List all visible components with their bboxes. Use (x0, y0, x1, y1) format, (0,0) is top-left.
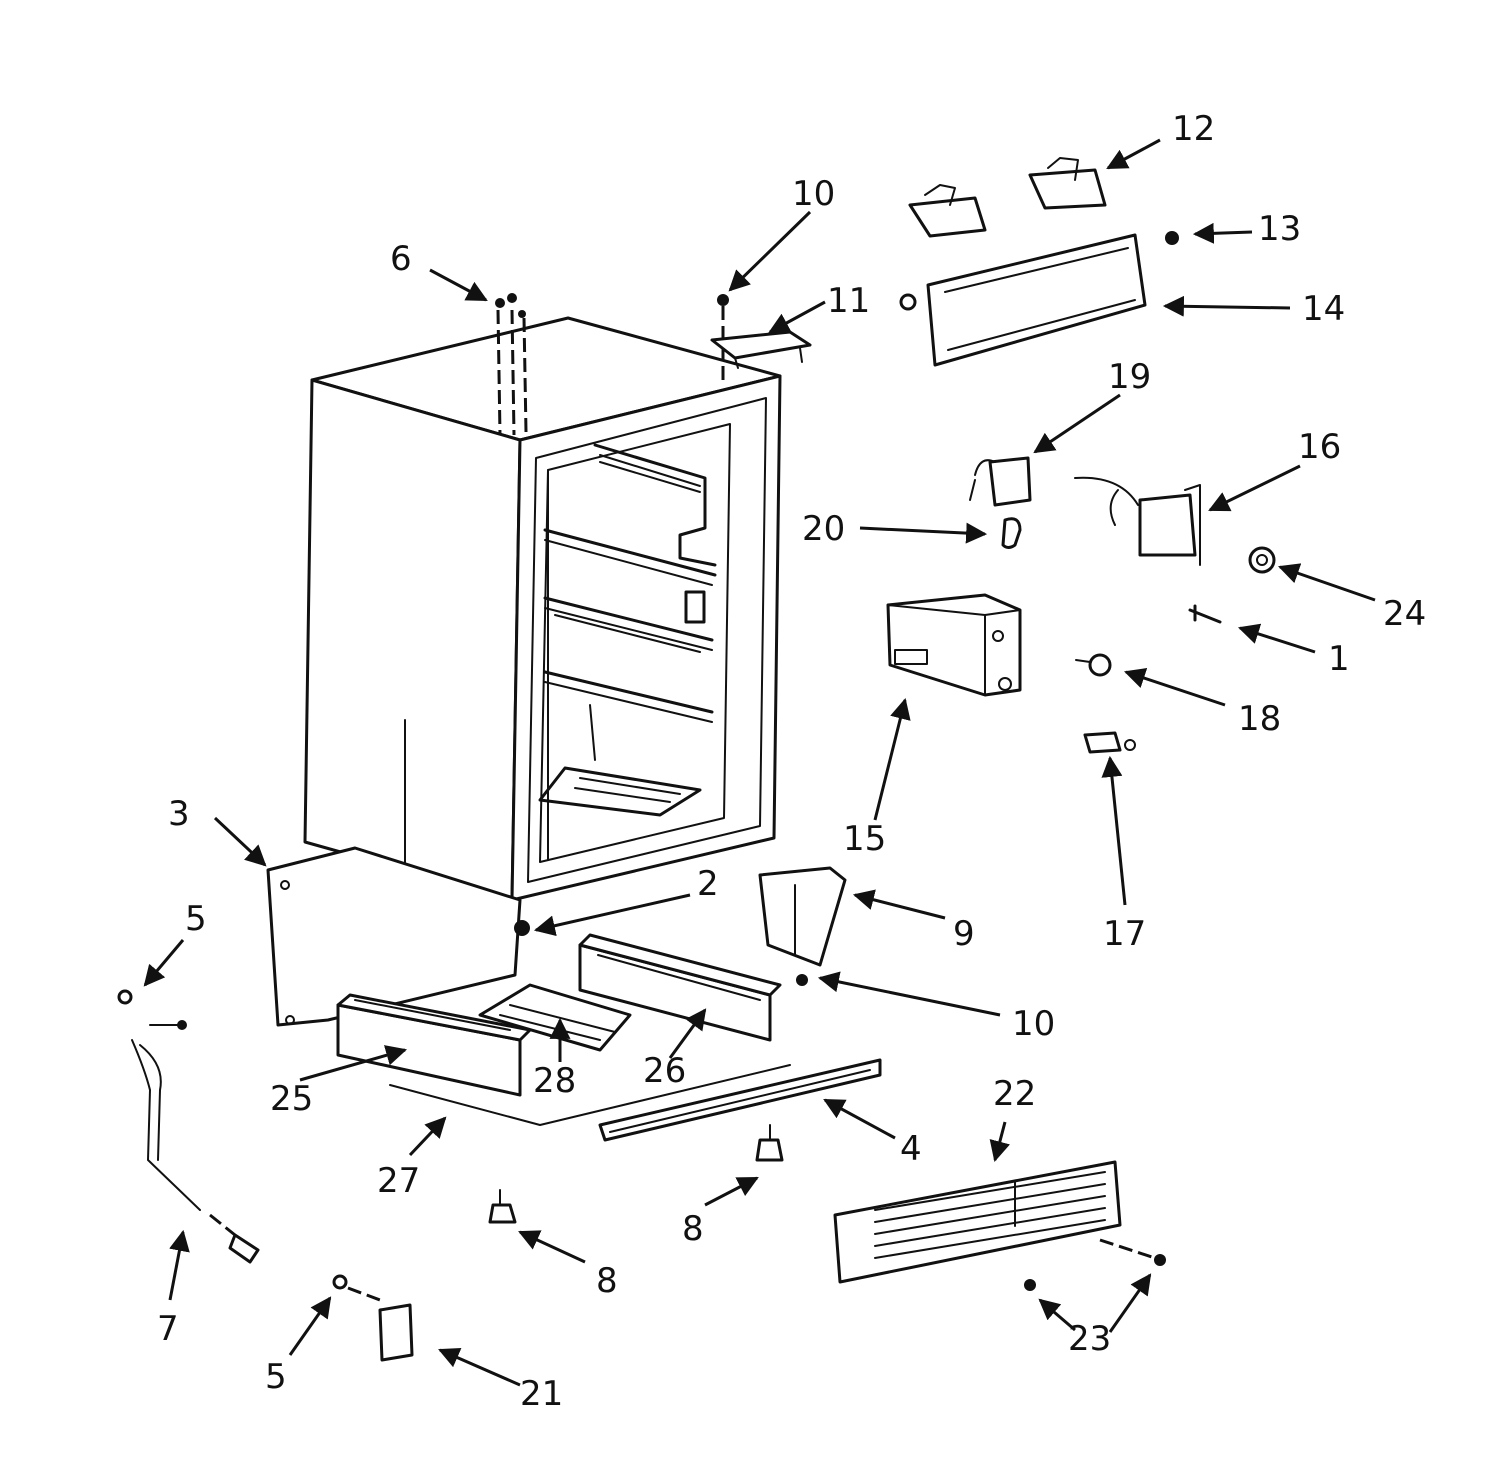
callout-28: 28 (533, 1061, 576, 1101)
callout-12: 12 (1172, 109, 1215, 149)
screws-part-6 (495, 293, 526, 318)
callout-15: 15 (843, 819, 886, 859)
callout-2: 2 (697, 864, 719, 904)
callout-24: 24 (1383, 594, 1426, 634)
switch-part-16 (1074, 476, 1201, 566)
callout-22: 22 (993, 1074, 1036, 1114)
callout-27: 27 (377, 1161, 420, 1201)
callout-16: 16 (1298, 427, 1341, 467)
callout-13: 13 (1258, 209, 1301, 249)
callout-8-right: 8 (682, 1209, 704, 1249)
lamp-socket-part-19 (969, 456, 1032, 549)
callout-21: 21 (520, 1374, 563, 1414)
callout-labels: 1 2 3 4 5 5 6 7 8 8 9 10 10 11 12 13 14 … (157, 109, 1426, 1414)
hinge-part-11 (710, 294, 812, 380)
callout-19: 19 (1108, 357, 1151, 397)
callout-6: 6 (390, 239, 412, 279)
leader-arrows (143, 138, 1376, 1387)
callout-10-top: 10 (792, 174, 835, 214)
front-grille-part-22 (833, 1160, 1166, 1291)
callout-1: 1 (1328, 639, 1350, 679)
bracket-part-9 (758, 866, 847, 986)
handle-part-14 (899, 231, 1179, 367)
callout-3: 3 (168, 794, 190, 834)
callout-10-lower: 10 (1012, 1004, 1055, 1044)
control-box-part-15 (886, 593, 1022, 697)
callout-17: 17 (1103, 914, 1146, 954)
callout-5-lower: 5 (265, 1357, 287, 1397)
callout-11: 11 (827, 281, 870, 321)
small-parts (1075, 546, 1276, 754)
hinges-part-12 (908, 157, 1107, 238)
callout-14: 14 (1302, 289, 1345, 329)
callout-5-upper: 5 (185, 899, 207, 939)
base-assembly (336, 933, 882, 1142)
cover-part-21 (378, 1303, 414, 1362)
callout-23: 23 (1068, 1319, 1111, 1359)
bracket-part-3 (266, 846, 530, 1027)
callout-4: 4 (900, 1129, 922, 1169)
callout-25: 25 (270, 1079, 313, 1119)
callout-7: 7 (157, 1309, 179, 1349)
callout-8-left: 8 (596, 1261, 618, 1301)
callout-26: 26 (643, 1051, 686, 1091)
power-cord-part-7 (117, 989, 381, 1302)
cabinet (303, 309, 782, 902)
callout-18: 18 (1238, 699, 1281, 739)
feet-part-8 (488, 1124, 784, 1224)
callout-9: 9 (953, 914, 975, 954)
callout-20: 20 (802, 509, 845, 549)
